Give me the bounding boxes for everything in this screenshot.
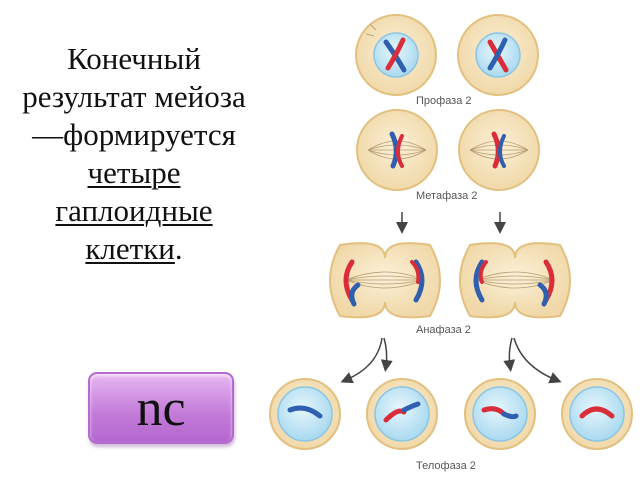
telophase-cell-1	[269, 378, 341, 450]
conclusion-text: Конечный результат мейоза —формируется ч…	[0, 40, 268, 268]
telophase-cell-2	[366, 378, 438, 450]
telophase-cell-3	[464, 378, 536, 450]
text-line-4: четыре	[87, 155, 181, 190]
text-line-3: —формируется	[32, 117, 236, 152]
label-prophase: Профаза 2	[416, 95, 472, 107]
text-line-6: клетки	[85, 231, 175, 266]
label-anaphase: Анафаза 2	[416, 324, 471, 336]
text-line-1: Конечный	[67, 41, 201, 76]
label-metaphase: Метафаза 2	[416, 190, 477, 202]
text-line-6-period: .	[174, 231, 183, 266]
metaphase-cell-left	[356, 109, 438, 191]
metaphase-cell-right	[458, 109, 540, 191]
text-line-5: гаплоидные	[55, 193, 213, 228]
prophase-cell-right	[457, 14, 539, 96]
arrow-telophase-1	[340, 337, 383, 384]
arrow-telophase-2	[380, 337, 393, 372]
prophase-cell-left	[355, 14, 437, 96]
anaphase-cell-left	[329, 242, 441, 319]
nc-badge: nc	[88, 372, 234, 444]
label-telophase: Телофаза 2	[416, 460, 476, 472]
anaphase-cell-right	[459, 242, 571, 319]
arrow-telophase-4	[513, 337, 562, 384]
text-line-2: результат мейоза	[22, 79, 246, 114]
telophase-cell-4	[561, 378, 633, 450]
arrow-telophase-3	[503, 337, 516, 372]
